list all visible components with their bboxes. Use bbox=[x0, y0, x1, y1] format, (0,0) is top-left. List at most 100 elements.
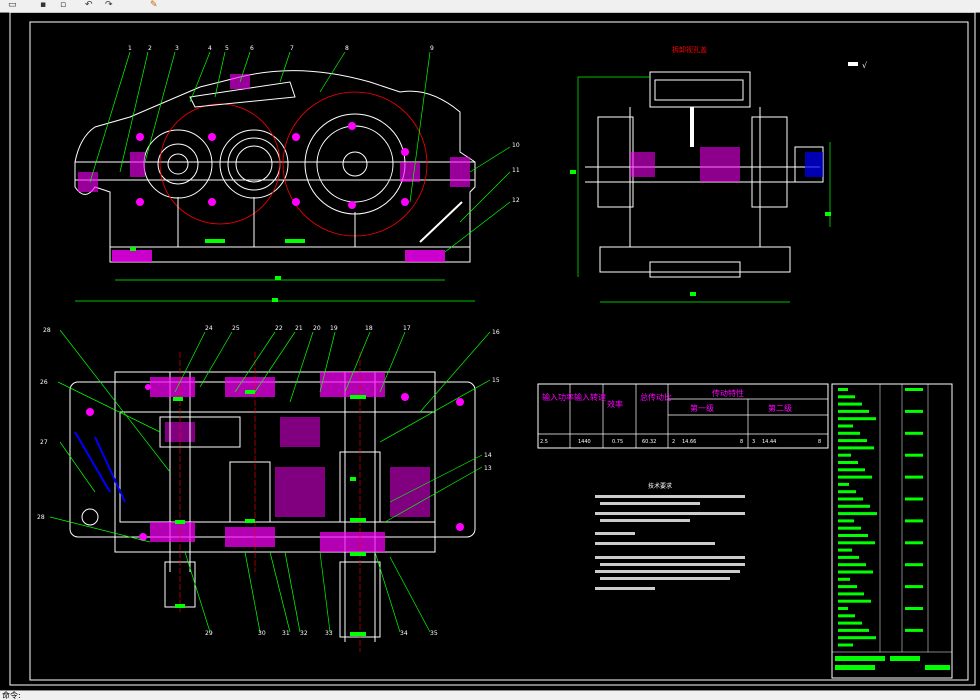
part-label: 19 bbox=[330, 325, 338, 332]
bom-row bbox=[838, 504, 870, 508]
value-p2: 8 bbox=[818, 439, 821, 445]
part-label: 11 bbox=[512, 167, 520, 174]
outer-frame bbox=[9, 12, 976, 686]
part-label: 16 bbox=[492, 329, 500, 336]
part-label: 30 bbox=[258, 630, 266, 637]
bom-row bbox=[838, 475, 872, 479]
bom-row-qty bbox=[905, 585, 923, 589]
bom-row-qty bbox=[905, 628, 923, 632]
part-label: 27 bbox=[40, 439, 48, 446]
value-speed: 1440 bbox=[578, 439, 591, 445]
part-label: 22 bbox=[275, 325, 283, 332]
bom-row bbox=[838, 468, 865, 472]
part-label: 28 bbox=[37, 514, 45, 521]
bom-row-qty bbox=[905, 497, 923, 501]
part-label: 35 bbox=[430, 630, 438, 637]
bom-row bbox=[838, 643, 853, 647]
bom-row bbox=[838, 607, 848, 610]
value-b2: 14.44 bbox=[762, 439, 776, 445]
bom-row bbox=[838, 424, 853, 428]
tool-icon[interactable]: ✎ bbox=[150, 0, 158, 10]
bom-row bbox=[838, 614, 855, 618]
bom-row bbox=[838, 548, 852, 552]
bom-row bbox=[838, 417, 876, 421]
inner-frame bbox=[29, 21, 969, 681]
bom-row bbox=[838, 388, 848, 391]
part-label: 26 bbox=[40, 379, 48, 386]
undo-icon[interactable]: ↶ bbox=[85, 0, 93, 10]
col-total-ratio: 总传动比 bbox=[640, 392, 672, 402]
status-text: 命令: bbox=[2, 691, 21, 700]
value-efficiency: 0.75 bbox=[612, 439, 623, 445]
col-input-power: 输入功率 bbox=[542, 392, 574, 402]
plan-view: 28 26 27 28 24 25 22 21 20 19 18 17 16 1… bbox=[37, 325, 500, 652]
bom-row bbox=[838, 636, 876, 640]
bom-row bbox=[838, 577, 850, 581]
part-label: 6 bbox=[250, 45, 254, 52]
part-label: 3 bbox=[175, 45, 179, 52]
section-title: 拆卸视孔盖 bbox=[672, 45, 707, 54]
command-line[interactable]: 命令: bbox=[0, 690, 980, 700]
print-icon[interactable]: ▫ bbox=[60, 0, 67, 10]
part-label: 8 bbox=[345, 45, 349, 52]
bom-row-qty bbox=[905, 409, 923, 413]
part-label: 17 bbox=[403, 325, 411, 332]
bom-row bbox=[838, 461, 858, 464]
part-label: 7 bbox=[290, 45, 294, 52]
value-m2: 3 bbox=[752, 439, 755, 445]
bom-row-qty bbox=[905, 541, 923, 545]
part-label: 34 bbox=[400, 630, 408, 637]
part-label: 2 bbox=[148, 45, 152, 52]
part-label: 14 bbox=[484, 452, 492, 459]
part-label: 10 bbox=[512, 142, 520, 149]
part-label: 15 bbox=[492, 377, 500, 384]
check-symbol: √ bbox=[862, 61, 868, 70]
part-label: 33 bbox=[325, 630, 333, 637]
value-m1: 2 bbox=[672, 439, 675, 445]
bom-row bbox=[838, 526, 861, 530]
side-view: 拆卸视孔盖 √ bbox=[570, 45, 868, 303]
col-stage2: 第二级 bbox=[768, 403, 792, 413]
part-label: 24 bbox=[205, 325, 213, 332]
value-power: 2.5 bbox=[540, 439, 548, 445]
part-label: 4 bbox=[208, 45, 212, 52]
bom-row bbox=[838, 402, 862, 406]
redo-icon[interactable]: ↷ bbox=[105, 0, 113, 10]
bom-row-qty bbox=[905, 431, 923, 435]
bom-row-qty bbox=[905, 453, 923, 457]
part-label: 1 bbox=[128, 45, 132, 52]
part-label: 32 bbox=[300, 630, 308, 637]
bom-row bbox=[838, 599, 871, 603]
bom-row-qty bbox=[905, 607, 923, 610]
save-icon[interactable]: ▪ bbox=[40, 0, 47, 10]
bom-row-qty bbox=[905, 388, 923, 391]
bom-row bbox=[838, 541, 875, 545]
title-block bbox=[831, 383, 953, 679]
bom-row-qty bbox=[905, 519, 923, 523]
part-label: 5 bbox=[225, 45, 229, 52]
bom-row bbox=[838, 555, 859, 559]
value-p1: 8 bbox=[740, 439, 743, 445]
cad-drawing-canvas[interactable]: 1 2 3 4 5 6 7 8 9 10 11 12 拆卸视孔盖 √ bbox=[0, 12, 980, 690]
col-efficiency: 效率 bbox=[607, 399, 623, 409]
bom-row bbox=[838, 409, 869, 413]
part-label: 29 bbox=[205, 630, 213, 637]
bom-row bbox=[838, 453, 851, 457]
bom-row bbox=[838, 431, 860, 435]
bom-row bbox=[838, 439, 867, 443]
part-label: 31 bbox=[282, 630, 290, 637]
bom-row bbox=[838, 628, 869, 632]
part-label: 12 bbox=[512, 197, 520, 204]
folder-icon[interactable]: ▭ bbox=[8, 0, 17, 10]
bom-row bbox=[838, 490, 856, 494]
part-label: 20 bbox=[313, 325, 321, 332]
bom-row-qty bbox=[905, 475, 923, 479]
bom-row bbox=[838, 570, 873, 574]
bom-row bbox=[838, 512, 877, 516]
bom-row bbox=[838, 585, 857, 589]
part-label: 9 bbox=[430, 45, 434, 52]
front-view: 1 2 3 4 5 6 7 8 9 10 11 12 bbox=[74, 45, 520, 302]
part-label: 21 bbox=[295, 325, 303, 332]
bom-row bbox=[838, 497, 863, 501]
part-label: 18 bbox=[365, 325, 373, 332]
